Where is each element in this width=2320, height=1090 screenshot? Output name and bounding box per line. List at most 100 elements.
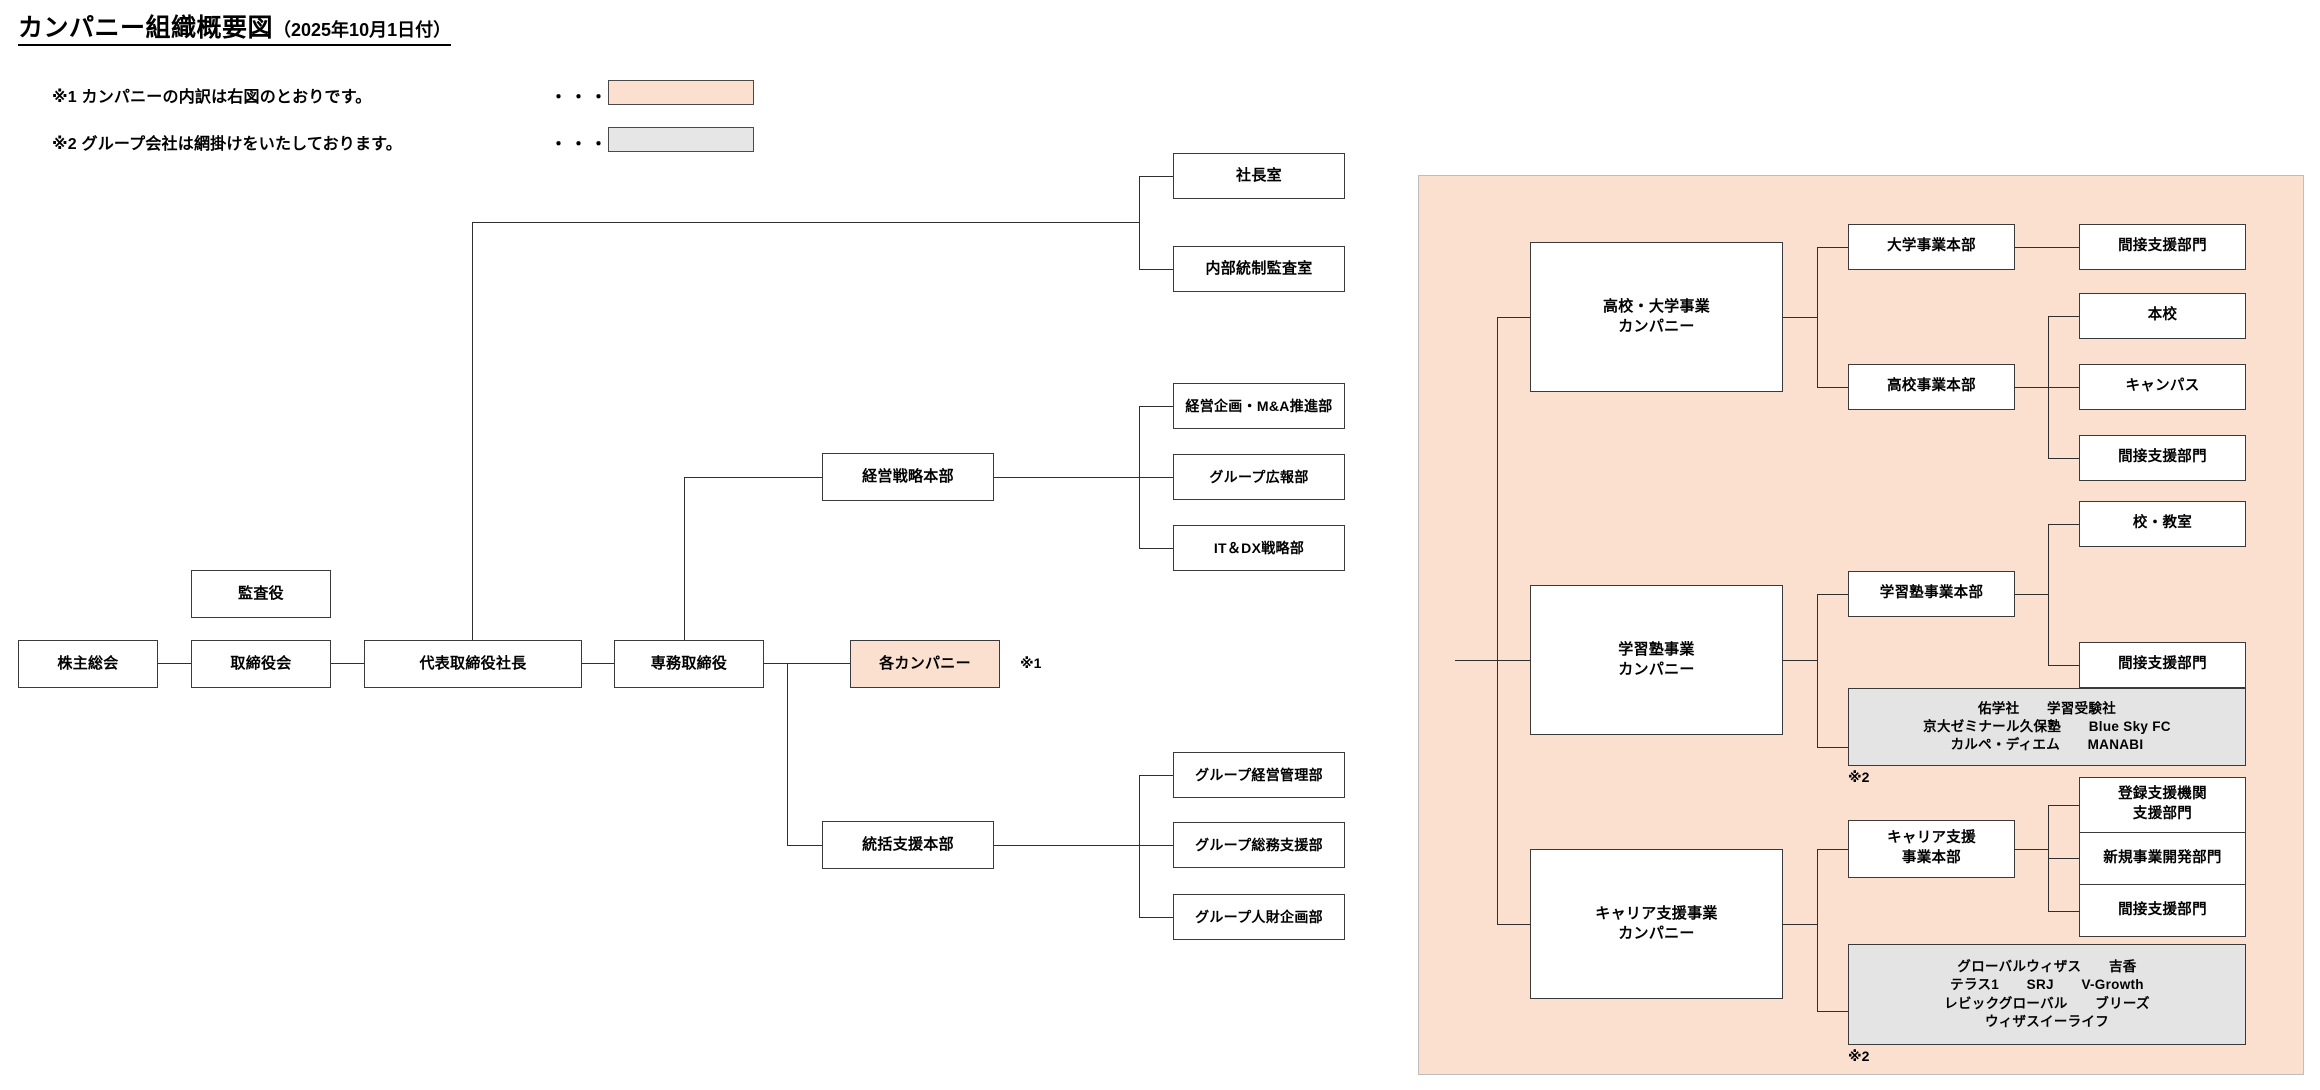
- node-university-business-div[interactable]: 大学事業本部: [1848, 224, 2015, 270]
- note-marker-cram-group-companies: ※2: [1848, 769, 1870, 785]
- connector-panel-to-company-2: [1497, 924, 1530, 926]
- connector-president-bus: [472, 222, 1140, 224]
- connector-c0-bus: [1783, 317, 1817, 319]
- connector-msh-child-0: [1139, 406, 1173, 408]
- node-registered-support-org-dept[interactable]: 登録支援機関 支援部門: [2079, 777, 2246, 833]
- group-company-line: テラス1 SRJ V-Growth: [1950, 977, 2144, 993]
- connector-panel-entry: [1455, 660, 1497, 662]
- group-company-line: ウィザスイーライフ: [1984, 1013, 2110, 1029]
- connector-career-child-0: [2048, 805, 2079, 807]
- node-group-general-affairs[interactable]: グループ総務支援部: [1173, 822, 1345, 868]
- connector-president-office-spine: [1139, 176, 1141, 269]
- connector-president-riser: [472, 222, 474, 640]
- node-cram-school-business-div[interactable]: 学習塾事業本部: [1848, 571, 2015, 617]
- node-career-support-business-div[interactable]: キャリア支援 事業本部: [1848, 820, 2015, 878]
- node-university-indirect-support[interactable]: 間接支援部門: [2079, 224, 2246, 270]
- legend-swatch-gray: [608, 127, 754, 152]
- connector-to-presidents-office: [1139, 176, 1173, 178]
- connector-board-to-president: [331, 663, 364, 665]
- legend-dots-1: ・・・: [550, 88, 610, 107]
- node-company-highschool-university[interactable]: 高校・大学事業 カンパニー: [1530, 242, 1783, 392]
- connector-msh-child-1: [1139, 477, 1173, 479]
- company-name-line-2: カンパニー: [1618, 661, 1695, 678]
- connector-c1-to-group-companies: [1817, 747, 1848, 749]
- node-highschool-main-campus[interactable]: 本校: [2079, 293, 2246, 339]
- connector-career-child-2: [2048, 911, 2079, 913]
- connector-c0-to-highschool-div: [1817, 387, 1848, 389]
- group-company-line: 京大ゼミナール久保塾 Blue Sky FC: [1923, 718, 2171, 734]
- note-marker-career-group-companies: ※2: [1848, 1048, 1870, 1064]
- connector-c2-to-career-div: [1817, 849, 1848, 851]
- company-name-line-2: カンパニー: [1618, 318, 1695, 335]
- node-general-support-hq[interactable]: 統括支援本部: [822, 821, 994, 869]
- group-company-line: 佑学社 学習受験社: [1978, 700, 2116, 716]
- connector-c2-bus: [1783, 924, 1817, 926]
- connector-career-child-1: [2048, 858, 2079, 860]
- group-companies-cram-school[interactable]: 佑学社 学習受験社 京大ゼミナール久保塾 Blue Sky FC カルペ・ディエ…: [1848, 688, 2246, 766]
- node-shareholders-meeting[interactable]: 株主総会: [18, 640, 158, 688]
- connector-cram-div-bus: [2015, 594, 2048, 596]
- connector-c0-spine: [1817, 247, 1819, 387]
- legend-dots-2: ・・・: [550, 135, 610, 154]
- connector-gsh-child-0: [1139, 775, 1173, 777]
- connector-c1-to-cram-div: [1817, 594, 1848, 596]
- node-company-cram-school[interactable]: 学習塾事業 カンパニー: [1530, 585, 1783, 735]
- company-name-line-1: キャリア支援事業: [1595, 904, 1718, 922]
- company-name-line-1: 高校・大学事業: [1602, 297, 1711, 315]
- connector-msh-child-2: [1139, 548, 1173, 550]
- node-board-of-directors[interactable]: 取締役会: [191, 640, 331, 688]
- node-internal-control-audit-office[interactable]: 内部統制監査室: [1173, 246, 1345, 292]
- node-it-dx-strategy[interactable]: IT＆DX戦略部: [1173, 525, 1345, 571]
- node-cram-schools-classrooms[interactable]: 校・教室: [2079, 501, 2246, 547]
- connector-university-div-to-child: [2015, 247, 2079, 249]
- node-highschool-campus[interactable]: キャンパス: [2079, 364, 2246, 410]
- node-each-company[interactable]: 各カンパニー: [850, 640, 1000, 688]
- connector-c2-to-group-companies: [1817, 1011, 1848, 1013]
- connector-cram-div-spine: [2048, 524, 2050, 665]
- node-company-career-support[interactable]: キャリア支援事業 カンパニー: [1530, 849, 1783, 999]
- connector-career-div-bus: [2015, 849, 2048, 851]
- page-title: カンパニー組織概要図（2025年10月1日付）: [18, 14, 452, 46]
- division-name-line-1: キャリア支援: [1887, 830, 1976, 847]
- node-career-indirect-support[interactable]: 間接支援部門: [2079, 884, 2246, 937]
- node-management-strategy-hq[interactable]: 経営戦略本部: [822, 453, 994, 501]
- node-group-management-control[interactable]: グループ経営管理部: [1173, 752, 1345, 798]
- legend-item-2-label: ※2 グループ会社は網掛けをいたしております。: [52, 136, 402, 153]
- node-new-business-development-dept[interactable]: 新規事業開発部門: [2079, 832, 2246, 885]
- division-name-line-2: 事業本部: [1901, 850, 1962, 866]
- connector-to-internal-audit-office: [1139, 269, 1173, 271]
- node-group-pr[interactable]: グループ広報部: [1173, 454, 1345, 500]
- node-group-hr-planning[interactable]: グループ人財企画部: [1173, 894, 1345, 940]
- node-highschool-indirect-support[interactable]: 間接支援部門: [2079, 435, 2246, 481]
- company-name-line-2: カンパニー: [1618, 925, 1695, 942]
- connector-smd-to-each-company: [764, 663, 850, 665]
- note-marker-each-company: ※1: [1020, 655, 1042, 671]
- connector-panel-spine: [1497, 317, 1499, 924]
- node-management-planning-ma[interactable]: 経営企画・M&A推進部: [1173, 383, 1345, 429]
- node-presidents-office[interactable]: 社長室: [1173, 153, 1345, 199]
- legend-item-1-label: ※1 カンパニーの内訳は右図のとおりです。: [52, 89, 372, 106]
- connector-cram-child-1: [2048, 665, 2079, 667]
- connector-gsh-child-1: [1139, 845, 1173, 847]
- connector-highschool-child-2: [2048, 458, 2079, 460]
- group-company-line: グローバルウィザス 吉香: [1957, 959, 2137, 975]
- node-cram-indirect-support[interactable]: 間接支援部門: [2079, 642, 2246, 688]
- node-auditor[interactable]: 監査役: [191, 570, 331, 618]
- company-name-line-1: 学習塾事業: [1618, 640, 1695, 658]
- node-president[interactable]: 代表取締役社長: [364, 640, 582, 688]
- child-name-line-1: 登録支援機関: [2118, 786, 2207, 803]
- group-companies-career-support[interactable]: グローバルウィザス 吉香 テラス1 SRJ V-Growth レビックグローバル…: [1848, 944, 2246, 1045]
- connector-highschool-child-1: [2048, 387, 2079, 389]
- connector-highschool-child-0: [2048, 316, 2079, 318]
- connector-smd-down: [787, 663, 789, 845]
- connector-president-to-smd: [582, 663, 614, 665]
- node-highschool-business-div[interactable]: 高校事業本部: [1848, 364, 2015, 410]
- connector-c2-spine: [1817, 849, 1819, 1011]
- connector-cram-child-0: [2048, 524, 2079, 526]
- connector-gsh-bus: [994, 845, 1139, 847]
- node-senior-managing-director[interactable]: 専務取締役: [614, 640, 764, 688]
- connector-msh-bus: [994, 477, 1139, 479]
- connector-msh-arm: [684, 477, 822, 479]
- legend-swatch-peach: [608, 80, 754, 105]
